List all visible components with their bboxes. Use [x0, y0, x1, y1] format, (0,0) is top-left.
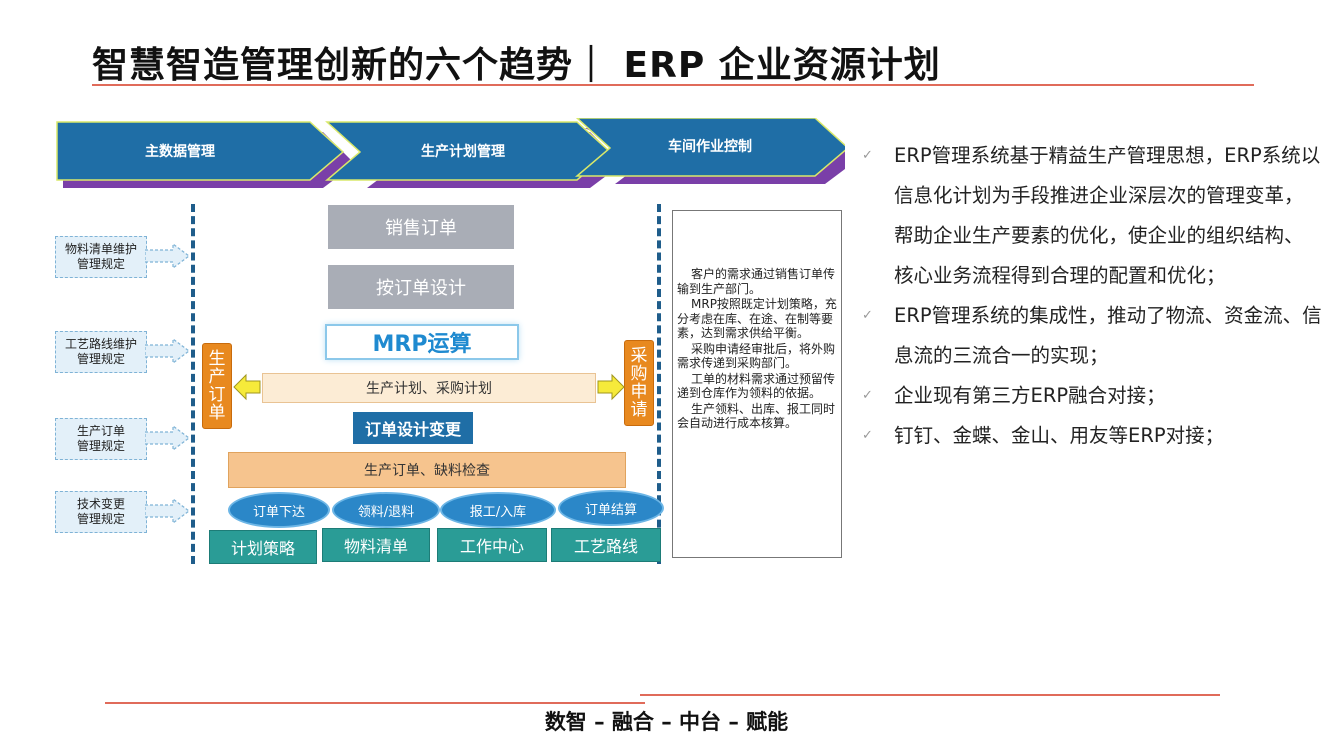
footer-line-upper [640, 694, 1220, 696]
design-change-box: 订单设计变更 [353, 412, 473, 444]
mrp-box: MRP运算 [325, 324, 519, 360]
check-icon: ✓ [862, 308, 873, 323]
footer-slogan: 数智 – 融合 – 中台 – 赋能 [544, 710, 789, 734]
desc-line: 工单的材料需求通过预留传递到仓库作为领料的依据。 [677, 371, 836, 401]
bullet-item: ✓ERP管理系统基于精益生产管理思想，ERP系统以信息化计划为手段推进企业深层次… [862, 136, 1322, 296]
arrow-icon [145, 497, 190, 525]
desc-line: 客户的需求通过销售订单传输到生产部门。 [677, 267, 836, 296]
sales-order-box: 销售订单 [328, 205, 514, 249]
arrow-icon [145, 242, 190, 270]
ellipse-order-settlement: 订单结算 [558, 490, 664, 526]
header-label-3: 车间作业控制 [668, 138, 752, 155]
header-label-1: 主数据管理 [145, 143, 215, 160]
teal-plan-strategy: 计划策略 [209, 530, 317, 564]
order-check-bar: 生产订单、缺料检查 [228, 452, 626, 488]
footer-line-lower [105, 702, 645, 704]
left-arrows [145, 242, 190, 525]
purchase-request-vertical: 采 购 申 请 [624, 340, 654, 426]
header-chevrons: 主数据管理 生产计划管理 车间作业控制 [56, 118, 845, 188]
check-icon: ✓ [862, 388, 873, 403]
plan-bar: 生产计划、采购计划 [262, 373, 596, 403]
title-underline [92, 84, 1254, 86]
arrow-icon [145, 337, 190, 365]
production-order-vertical: 生 产 订 单 [202, 343, 232, 429]
arrow-right-icon [597, 373, 625, 401]
desc-line: 生产领料、出库、报工同时会自动进行成本核算。 [677, 401, 836, 431]
description-box: 客户的需求通过销售订单传输到生产部门。 MRP按照既定计划策略，充分考虑在库、在… [672, 210, 842, 558]
left-box-change: 技术变更 管理规定 [55, 491, 147, 533]
right-yellow-arrow [597, 373, 625, 401]
bullet-list: ✓ERP管理系统基于精益生产管理思想，ERP系统以信息化计划为手段推进企业深层次… [862, 136, 1322, 456]
bullet-item: ✓ERP管理系统的集成性，推动了物流、资金流、信息流的三流合一的实现； [862, 296, 1322, 376]
arrow-left-icon [233, 373, 261, 401]
right-dashed-divider [657, 204, 661, 564]
bullet-item: ✓钉钉、金蝶、金山、用友等ERP对接； [862, 416, 1322, 456]
ellipse-order-release: 订单下达 [228, 492, 330, 528]
teal-work-center: 工作中心 [437, 528, 547, 562]
chevron-2 [324, 121, 612, 181]
ellipse-material-issue: 领料/退料 [332, 492, 440, 528]
teal-routing: 工艺路线 [551, 528, 661, 562]
header-label-2: 生产计划管理 [421, 143, 505, 160]
page-title: 智慧智造管理创新的六个趋势｜ ERP 企业资源计划 [92, 45, 941, 86]
teal-bom: 物料清单 [322, 528, 430, 562]
chevron-1 [56, 121, 345, 181]
design-by-order-box: 按订单设计 [328, 265, 514, 309]
check-icon: ✓ [862, 428, 873, 443]
left-yellow-arrow [233, 373, 261, 401]
desc-line: MRP按照既定计划策略，充分考虑在库、在途、在制等要素，达到需求供给平衡。 [677, 297, 837, 340]
ellipse-report-receipt: 报工/入库 [440, 492, 556, 528]
arrow-icon [145, 424, 190, 452]
left-box-routing: 工艺路线维护 管理规定 [55, 331, 147, 373]
chevron-3 [574, 118, 845, 177]
left-box-bom: 物料清单维护 管理规定 [55, 236, 147, 278]
left-dashed-divider [191, 204, 195, 564]
left-box-production-order: 生产订单 管理规定 [55, 418, 147, 460]
bullet-item: ✓企业现有第三方ERP融合对接； [862, 376, 1322, 416]
check-icon: ✓ [862, 148, 873, 163]
desc-line: 采购申请经审批后，将外购需求传递到采购部门。 [677, 341, 836, 371]
